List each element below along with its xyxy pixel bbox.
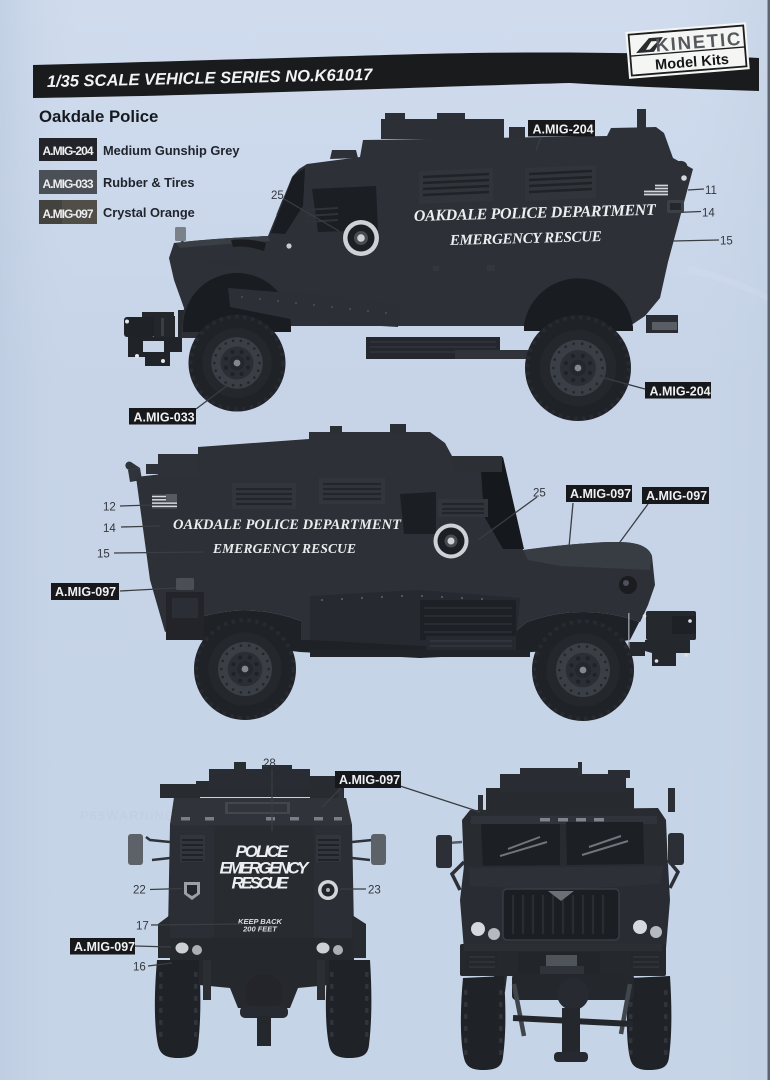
svg-text:EMERGENCY RESCUE: EMERGENCY RESCUE — [449, 229, 602, 249]
svg-text:28: 28 — [263, 758, 276, 770]
svg-text:Crystal Orange: Crystal Orange — [103, 205, 195, 220]
svg-text:POLICE: POLICE — [236, 842, 290, 861]
svg-text:A.MIG-097: A.MIG-097 — [55, 585, 116, 599]
svg-text:15: 15 — [97, 549, 110, 561]
svg-text:12: 12 — [103, 502, 116, 514]
svg-text:OAKDALE POLICE DEPARTMENT: OAKDALE POLICE DEPARTMENT — [173, 517, 402, 533]
svg-text:A.MIG-097: A.MIG-097 — [646, 489, 707, 503]
svg-text:14: 14 — [103, 523, 116, 535]
svg-text:25: 25 — [271, 190, 284, 202]
svg-text:OAKDALE POLICE DEPARTMENT: OAKDALE POLICE DEPARTMENT — [414, 202, 658, 225]
svg-text:A.MIG-097: A.MIG-097 — [43, 207, 94, 221]
svg-text:RESCUE: RESCUE — [232, 874, 290, 893]
svg-text:EMERGENCY: EMERGENCY — [220, 859, 311, 878]
svg-text:A.MIG-097: A.MIG-097 — [339, 773, 400, 787]
svg-text:A.MIG-204: A.MIG-204 — [650, 385, 711, 399]
svg-text:Oakdale Police: Oakdale Police — [39, 107, 158, 126]
svg-text:Medium Gunship Grey: Medium Gunship Grey — [103, 143, 240, 158]
svg-text:16: 16 — [133, 962, 146, 974]
svg-text:17: 17 — [136, 921, 149, 933]
svg-text:Model Kits: Model Kits — [655, 52, 730, 74]
svg-text:23: 23 — [368, 885, 381, 897]
svg-text:A.MIG-033: A.MIG-033 — [43, 177, 94, 191]
svg-text:25: 25 — [533, 488, 546, 500]
svg-text:200 FEET: 200 FEET — [242, 925, 278, 934]
svg-text:A.MIG-204: A.MIG-204 — [43, 144, 94, 158]
svg-text:22: 22 — [133, 885, 146, 897]
svg-text:A.MIG-033: A.MIG-033 — [134, 411, 195, 425]
svg-text:Rubber & Tires: Rubber & Tires — [103, 175, 195, 190]
svg-text:A.MIG-204: A.MIG-204 — [533, 123, 594, 137]
svg-text:P65WARNINGS: P65WARNINGS — [80, 808, 186, 823]
svg-text:14: 14 — [702, 208, 715, 220]
svg-text:A.MIG-097: A.MIG-097 — [570, 487, 631, 501]
svg-text:EMERGENCY RESCUE: EMERGENCY RESCUE — [212, 541, 356, 556]
svg-text:11: 11 — [705, 185, 717, 197]
svg-text:15: 15 — [720, 236, 733, 248]
svg-text:KEEP BACK: KEEP BACK — [238, 917, 282, 926]
svg-text:A.MIG-097: A.MIG-097 — [74, 940, 135, 954]
